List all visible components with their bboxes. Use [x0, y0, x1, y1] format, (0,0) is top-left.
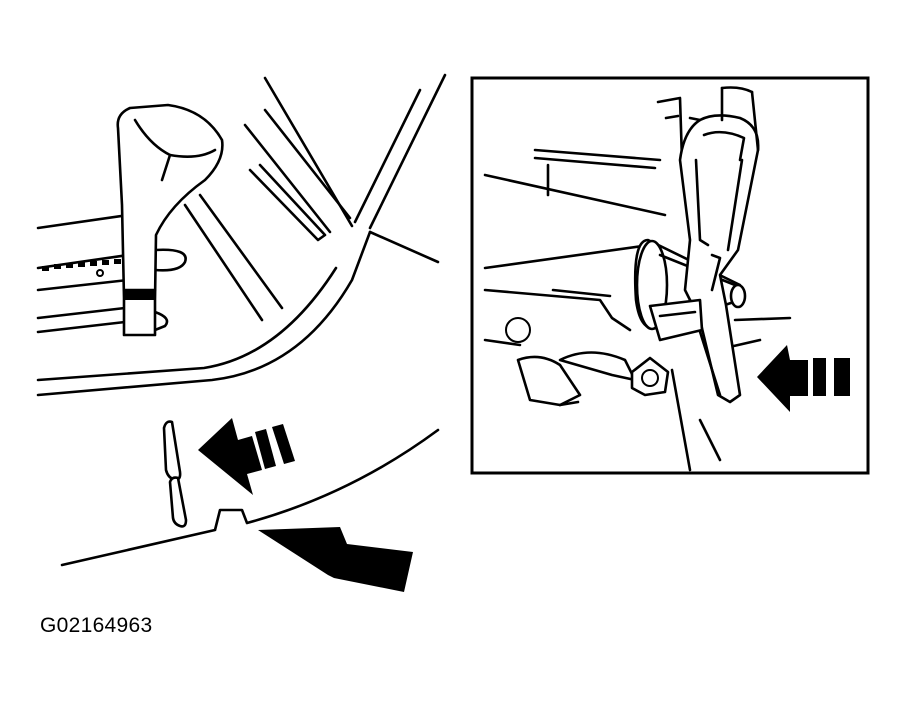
shift-lever — [116, 103, 224, 337]
shifter-console-view — [36, 73, 447, 567]
arrow-icon — [198, 418, 295, 495]
arrow-icon — [757, 345, 850, 412]
gear-indicator-marks — [42, 259, 121, 277]
figure-id-label: G02164963 — [40, 614, 153, 637]
detail-inset — [470, 76, 870, 475]
arrow-icon — [258, 527, 413, 592]
detail-drawing — [483, 86, 792, 472]
